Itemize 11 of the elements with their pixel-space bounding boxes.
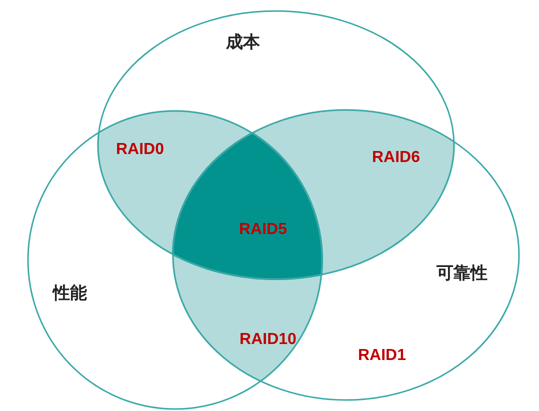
set-label: 可靠性 — [436, 262, 488, 284]
venn-ellipse — [97, 10, 455, 280]
set-label: 成本 — [226, 32, 260, 54]
venn-ellipse — [27, 110, 323, 410]
set-label: 性能 — [53, 282, 87, 304]
region-label: RAID1 — [358, 347, 406, 365]
region-label: RAID0 — [116, 141, 164, 159]
region-label: RAID5 — [239, 221, 287, 239]
region-label: RAID10 — [240, 331, 296, 349]
venn-ellipse — [172, 109, 520, 401]
region-label: RAID6 — [372, 149, 420, 167]
